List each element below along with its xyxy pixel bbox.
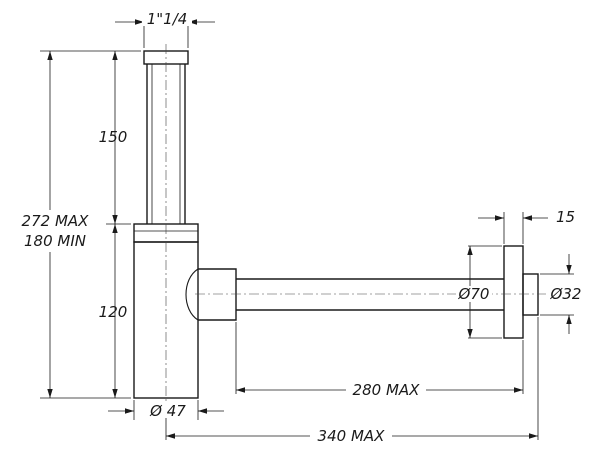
side-connection	[198, 268, 237, 321]
outlet-diameter-label: Ø32	[550, 285, 582, 303]
tube-height-label: 150	[99, 128, 128, 146]
outlet-spigot	[522, 273, 539, 316]
body-diameter-label: Ø 47	[149, 402, 186, 420]
overall-height-min-label: 180 MIN	[24, 232, 86, 250]
dimension-labels: 1"1/4 150 272 MAX 180 MIN 120 Ø 47 15 Ø7…	[18, 10, 584, 445]
side-connection-curve	[185, 268, 199, 321]
body-height-label: 120	[99, 303, 128, 321]
overall-height-max-label: 272 MAX	[22, 212, 90, 230]
extension-lines	[40, 18, 574, 440]
flange-thickness-label: 15	[556, 208, 575, 226]
pipe-diameter-label: Ø70	[458, 285, 490, 303]
top-thread-label: 1"1/4	[147, 10, 188, 28]
centre-lines	[165, 44, 548, 410]
overall-length-label: 340 MAX	[318, 427, 386, 445]
dimension-lines	[47, 19, 572, 439]
trap-outline	[133, 50, 539, 399]
pipe-length-label: 280 MAX	[353, 381, 421, 399]
wall-flange	[503, 245, 524, 339]
